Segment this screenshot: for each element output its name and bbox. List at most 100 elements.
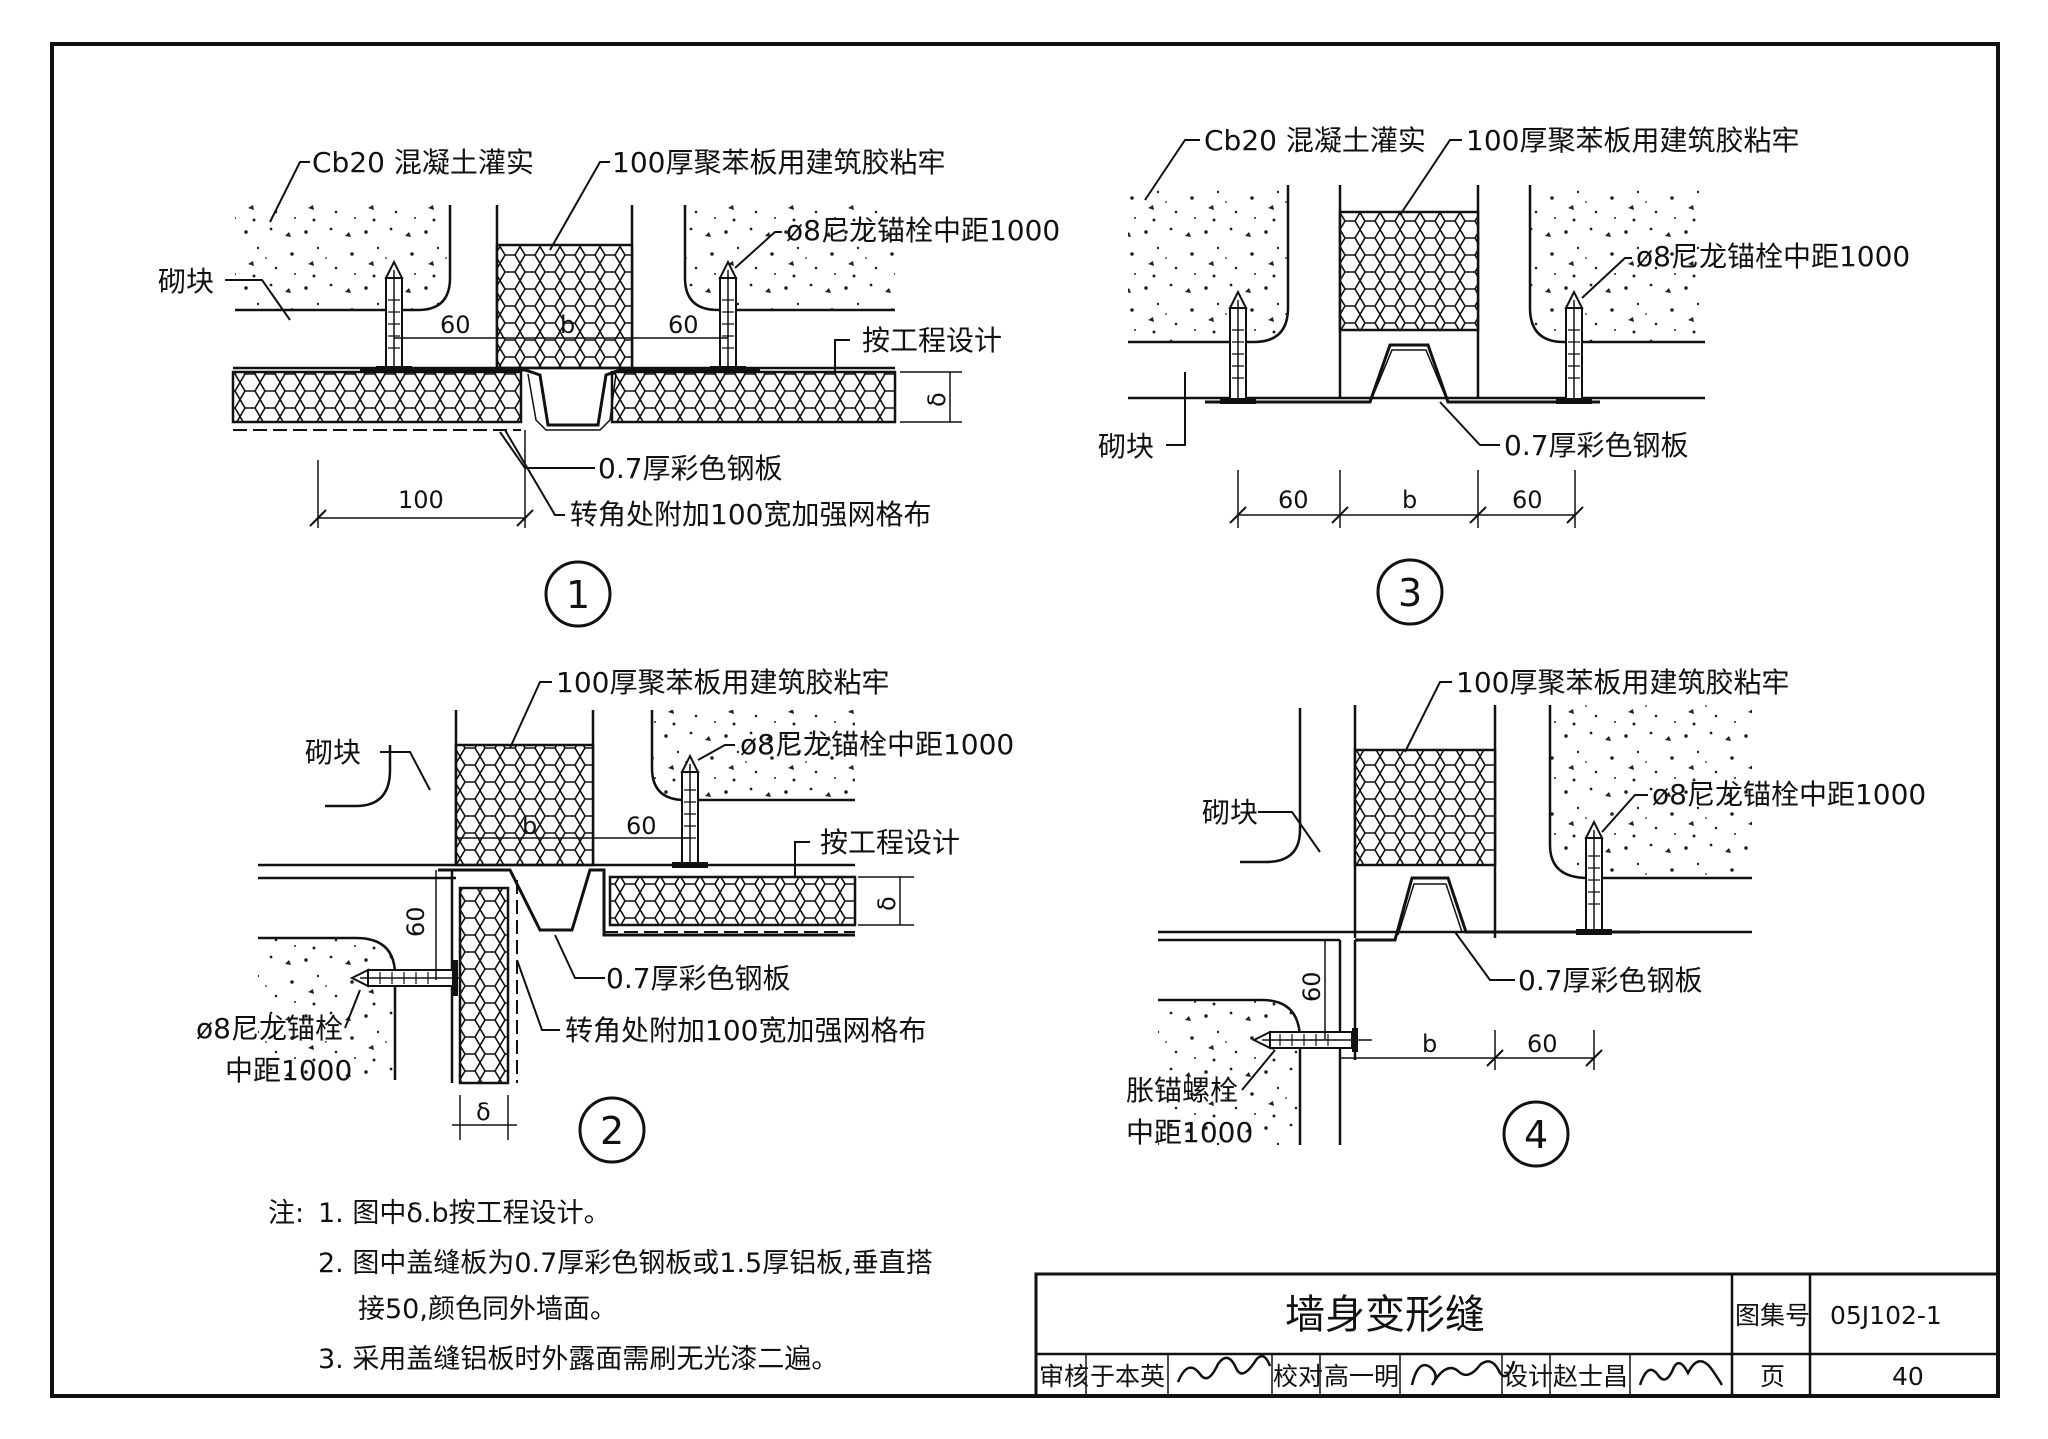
detail-number-circle [544, 560, 612, 628]
detail-number-circle [1502, 1100, 1570, 1168]
note-2b: 接50,颜色同外墙面。 [358, 1294, 617, 1325]
detail-number: 3 [1398, 571, 1422, 615]
eps-board-joint [495, 243, 634, 370]
title-block: 墙身变形缝 图集号 05J102-1 审核 于本英 校对 高一明 设计 赵士昌 … [1034, 1272, 2000, 1398]
notes: 注: 1. 图中δ.b按工程设计。 2. 图中盖缝板为0.7厚彩色钢板或1.5厚… [268, 1198, 933, 1375]
eps-board-joint [1353, 748, 1497, 867]
steel-cover-plate-inner [1371, 349, 1447, 399]
detail-2: b 60 60 δ δ 100厚聚苯板用建筑胶粘牢 砌块 ø8尼龙锚栓中距100… [196, 666, 1014, 1164]
reviewer-name: 于本英 [1090, 1362, 1165, 1391]
dim-b: b [1402, 486, 1417, 514]
atlas-label: 图集号 [1735, 1301, 1810, 1330]
eps-board-right [610, 370, 897, 424]
atlas-number: 05J102-1 [1830, 1301, 1942, 1330]
steel-cover-plate-inner [1397, 883, 1463, 936]
concrete-fill-left [235, 205, 450, 310]
dim-60-vertical: 60 [1298, 971, 1326, 1002]
steel-cover-plate [1355, 876, 1640, 942]
label-steel: 0.7厚彩色钢板 [598, 452, 783, 485]
label-anchor-side-2: 中距1000 [225, 1054, 352, 1087]
label-block: 砌块 [1202, 796, 1258, 829]
label-eps: 100厚聚苯板用建筑胶粘牢 [612, 146, 945, 179]
note-1: 1. 图中δ.b按工程设计。 [318, 1198, 611, 1229]
dim-b: b [1422, 1030, 1437, 1058]
dim-60-right: 60 [1512, 486, 1543, 514]
detail-4: 60 b 60 100厚聚苯板用建筑胶粘牢 砌块 ø8尼龙锚栓中距1000 0.… [1126, 666, 1926, 1168]
dim-60-right: 60 [668, 311, 699, 339]
reviewer-signature [1176, 1354, 1272, 1383]
label-anchor: ø8尼龙锚栓中距1000 [1652, 778, 1926, 811]
anchor-right [710, 259, 746, 372]
detail-number: 4 [1524, 1113, 1548, 1157]
block-outline-left [235, 205, 452, 312]
eps-board-left [231, 370, 523, 424]
dim-60-left: 60 [440, 311, 471, 339]
label-eps: 100厚聚苯板用建筑胶粘牢 [1456, 666, 1789, 699]
label-bolt-1: 胀锚螺栓 [1126, 1074, 1238, 1107]
dim-60: 60 [1527, 1030, 1558, 1058]
drawing-title: 墙身变形缝 [1285, 1292, 1485, 1338]
dim-b: b [522, 812, 537, 840]
sheet-border [50, 42, 2000, 1398]
label-mesh: 转角处附加100宽加强网格布 [565, 1014, 926, 1047]
concrete-fill-right [652, 710, 855, 800]
dim-delta: δ [923, 392, 951, 407]
label-steel: 0.7厚彩色钢板 [1504, 429, 1689, 462]
label-eps: 100厚聚苯板用建筑胶粘牢 [556, 666, 889, 699]
dim-100: 100 [398, 486, 444, 514]
anchor-left [376, 259, 412, 372]
block-outline-top-left [325, 745, 392, 808]
concrete-fill-left [1128, 185, 1288, 342]
block-outline-right [683, 205, 895, 312]
dim-60-vertical: 60 [402, 906, 430, 937]
expansion-bolt [1251, 1028, 1372, 1052]
label-steel: 0.7厚彩色钢板 [1518, 964, 1703, 997]
detail-number: 2 [600, 1109, 624, 1153]
dim-b: b [560, 311, 575, 339]
checker-signature [1410, 1360, 1516, 1386]
review-label: 审核 [1039, 1362, 1089, 1391]
block-outline-right [1528, 185, 1705, 344]
label-block: 砌块 [1098, 430, 1154, 463]
dim-60: 60 [626, 812, 657, 840]
label-eps: 100厚聚苯板用建筑胶粘牢 [1466, 124, 1799, 157]
concrete-fill-right [685, 205, 895, 310]
note-2a: 2. 图中盖缝板为0.7厚彩色钢板或1.5厚铝板,垂直搭 [318, 1248, 933, 1279]
label-block: 砌块 [158, 265, 214, 298]
check-label: 校对 [1273, 1362, 1323, 1391]
eps-board-joint [1338, 210, 1480, 332]
label-anchor: ø8尼龙锚栓中距1000 [786, 214, 1060, 247]
label-steel: 0.7厚彩色钢板 [606, 962, 791, 995]
label-design: 按工程设计 [862, 324, 1002, 357]
eps-board-vertical [458, 886, 510, 1085]
label-anchor: ø8尼龙锚栓中距1000 [740, 728, 1014, 761]
detail-number-circle [1376, 558, 1444, 626]
anchor-top [672, 753, 708, 868]
dim-delta-bottom: δ [476, 1098, 491, 1126]
steel-cover-plate-inner [527, 373, 617, 431]
checker-name: 高一明 [1324, 1362, 1399, 1391]
note-3: 3. 采用盖缝铝板时外露面需刷无光漆二遍。 [318, 1344, 838, 1375]
label-bolt-2: 中距1000 [1126, 1116, 1253, 1149]
dim-delta: δ [873, 896, 901, 911]
eps-board-right [608, 875, 857, 927]
label-concrete: Cb20 混凝土灌实 [1204, 124, 1426, 157]
page-label: 页 [1760, 1362, 1785, 1391]
detail-1: 60 b 60 100 δ Cb20 混凝土灌实 100厚聚苯板用建筑胶粘牢 ø… [158, 146, 1060, 628]
anchor-right [1556, 289, 1592, 404]
label-anchor-side-1: ø8尼龙锚栓 [196, 1012, 343, 1045]
label-mesh: 转角处附加100宽加强网格布 [570, 498, 931, 531]
block-outline-top-left [1240, 708, 1302, 864]
steel-cover-plate [360, 368, 760, 427]
notes-prefix: 注: [268, 1198, 304, 1229]
label-anchor: ø8尼龙锚栓中距1000 [1636, 240, 1910, 273]
detail-3: 60 b 60 Cb20 混凝土灌实 100厚聚苯板用建筑胶粘牢 ø8尼龙锚栓中… [1098, 124, 1910, 626]
label-design: 按工程设计 [820, 826, 960, 859]
designer-name: 赵士昌 [1553, 1362, 1628, 1391]
page-number: 40 [1892, 1362, 1924, 1391]
label-block: 砌块 [305, 736, 361, 769]
designer-signature [1638, 1360, 1724, 1386]
anchor-side [349, 960, 460, 996]
detail-number: 1 [566, 573, 590, 617]
